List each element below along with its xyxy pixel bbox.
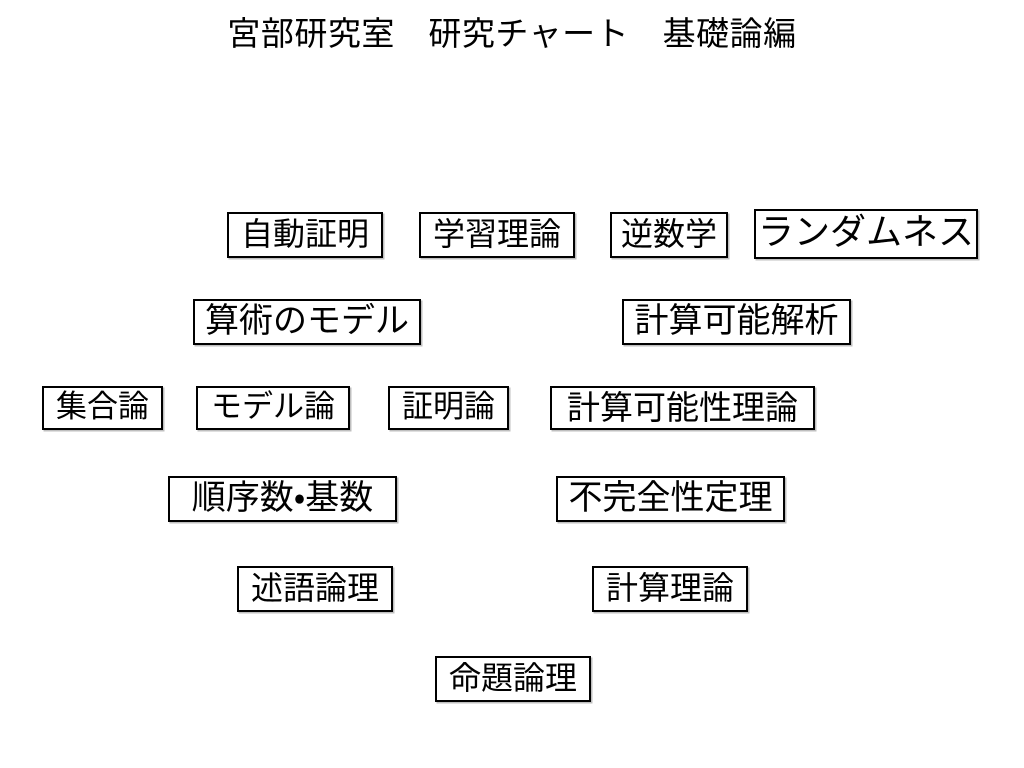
diagram-node-label: 計算理論 [605, 569, 734, 607]
diagram-node-label: 集合論 [56, 388, 149, 425]
diagram-node-label: ランダムネス [757, 212, 974, 253]
diagram-node-label: 算術のモデル [205, 301, 409, 341]
diagram-node-keisan-kanou-kaiseki[interactable]: 計算可能解析 [622, 299, 851, 345]
diagram-node-label: 逆数学 [620, 215, 717, 253]
diagram-node-label: 証明論 [402, 388, 495, 425]
diagram-node-junjosuu-kisuu[interactable]: 順序数・基数 [168, 476, 397, 522]
diagram-node-fukanzensei-teiri[interactable]: 不完全性定理 [556, 476, 785, 522]
diagram-node-label: 自動証明 [240, 215, 369, 253]
diagram-node-keisan-kanousei-riron[interactable]: 計算可能性理論 [550, 386, 815, 430]
diagram-node-label: モデル論 [211, 388, 335, 425]
diagram-node-label: 不完全性定理 [568, 478, 773, 518]
diagram-node-shuugou-ron[interactable]: 集合論 [42, 386, 163, 430]
page-title: 宮部研究室 研究チャート 基礎論編 [227, 14, 797, 53]
diagram-node-label: 学習理論 [432, 215, 561, 253]
diagram-node-jidou-shoumei[interactable]: 自動証明 [227, 212, 383, 258]
diagram-node-shoumei-ron[interactable]: 証明論 [388, 386, 509, 430]
diagram-node-meidai-ronri[interactable]: 命題論理 [435, 656, 591, 702]
diagram-node-label: 計算可能解析 [634, 301, 839, 341]
diagram-node-label: 順序数・基数 [191, 478, 374, 518]
diagram-node-keisan-riron[interactable]: 計算理論 [592, 566, 748, 612]
diagram-node-sanjutsu-no-model[interactable]: 算術のモデル [193, 299, 421, 345]
diagram-node-label: 命題論理 [448, 659, 577, 697]
diagram-node-randomness[interactable]: ランダムネス [754, 209, 978, 259]
diagram-node-gyaku-suugaku[interactable]: 逆数学 [610, 212, 728, 258]
diagram-node-model-ron[interactable]: モデル論 [196, 386, 350, 430]
diagram-node-label: 計算可能性理論 [567, 387, 798, 427]
diagram-node-gakushuu-riron[interactable]: 学習理論 [419, 212, 575, 258]
diagram-node-jutsugo-ronri[interactable]: 述語論理 [237, 566, 393, 612]
diagram-node-label: 述語論理 [250, 569, 379, 607]
